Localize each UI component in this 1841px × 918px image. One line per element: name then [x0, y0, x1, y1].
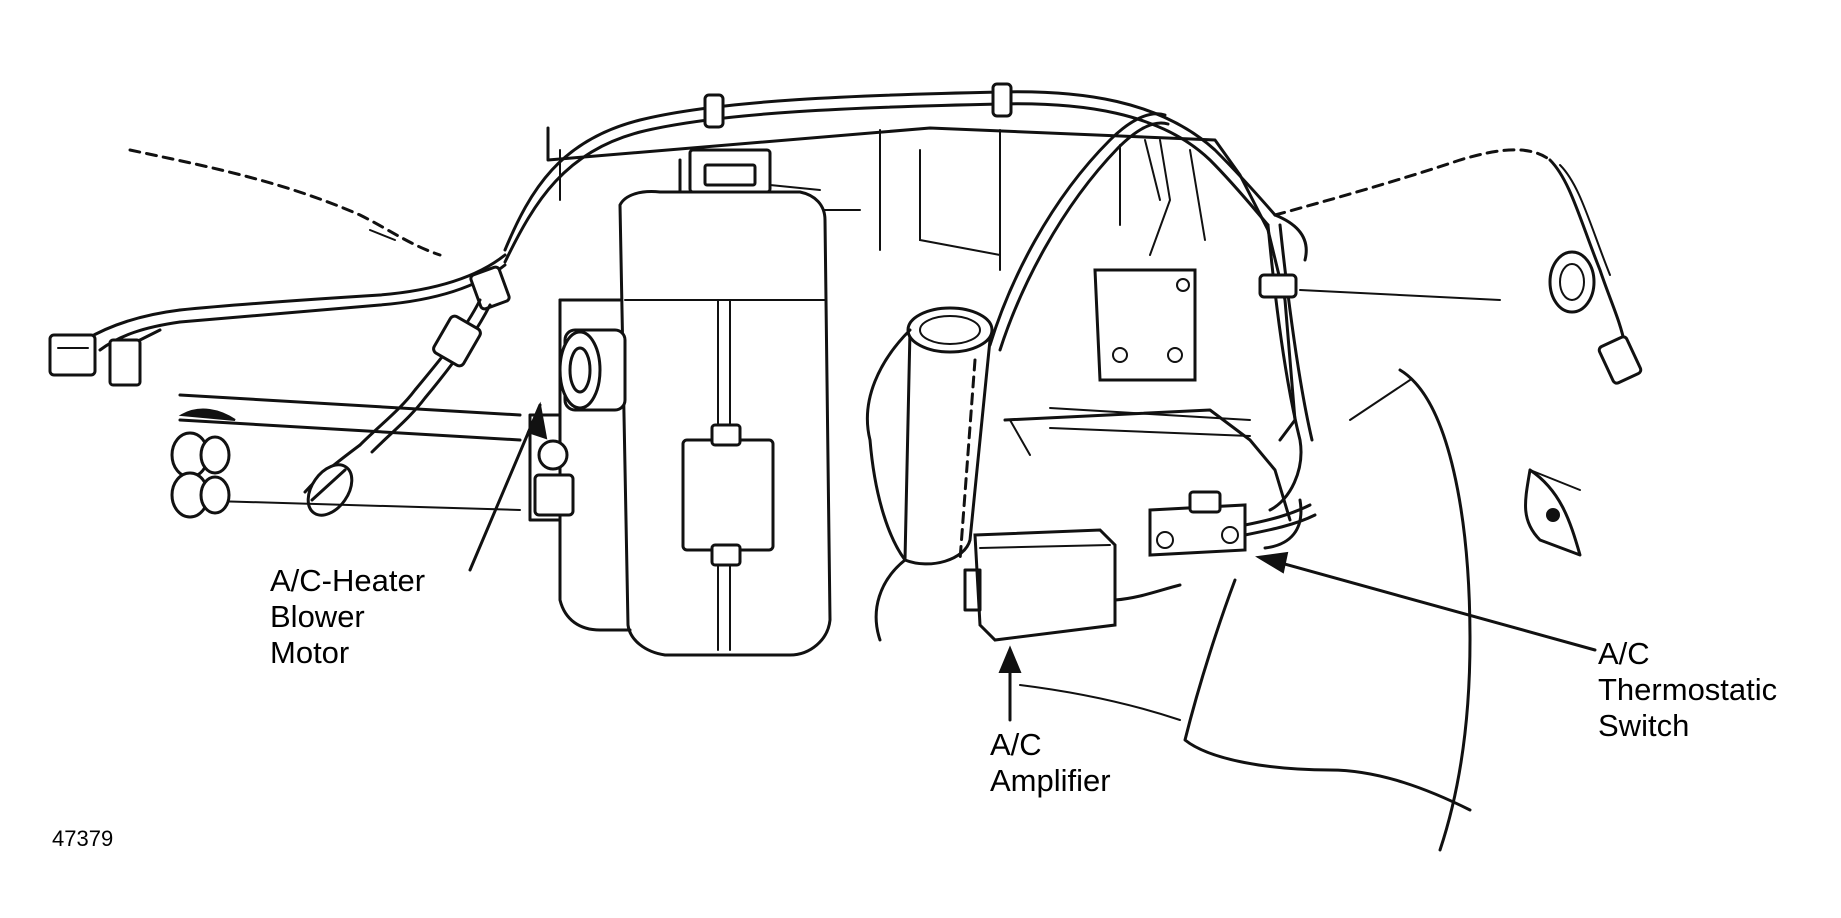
switch-callout-arrow	[1268, 558, 1597, 652]
amplifier-label-line-2: Amplifier	[990, 763, 1111, 798]
figure-number: 47379	[52, 826, 114, 851]
blower-motor-label-line-2: Blower	[270, 599, 365, 634]
ac-thermostatic-switch	[1148, 490, 1317, 557]
blower-motor-label-line-1: A/C-Heater	[270, 563, 426, 598]
blower-housing	[528, 148, 832, 657]
relay-bracket	[1093, 268, 1197, 382]
air-duct	[865, 306, 994, 642]
ac-amplifier	[963, 528, 1182, 642]
right-harness	[1258, 148, 1643, 550]
thermostatic-switch-label-line-1: A/C	[1598, 636, 1650, 671]
wiring-harness	[48, 82, 1308, 517]
inner-fender	[1019, 368, 1582, 852]
thermostatic-switch-label-line-3: Switch	[1598, 708, 1690, 743]
blower-motor-label-line-3: Motor	[270, 635, 350, 670]
blower-motor-label: A/C-Heater Blower Motor	[270, 563, 425, 671]
mounting-bracket	[170, 393, 522, 519]
capillary-tube	[988, 112, 1170, 352]
thermostatic-switch-label: A/C Thermostatic Switch	[1598, 636, 1777, 744]
amplifier-label: A/C Amplifier	[990, 727, 1111, 799]
thermostatic-switch-label-line-2: Thermostatic	[1598, 672, 1778, 707]
callout-arrows	[468, 401, 1597, 722]
amplifier-label-line-1: A/C	[990, 727, 1042, 762]
